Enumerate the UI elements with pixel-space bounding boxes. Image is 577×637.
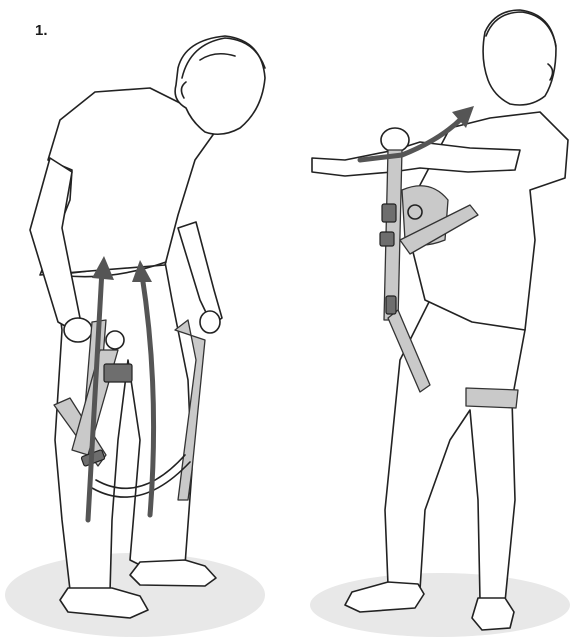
right-figure xyxy=(312,10,568,630)
right-harness-buckle-upper xyxy=(382,204,396,222)
right-harness-thigh-strap xyxy=(466,388,518,408)
left-figure-hand-left xyxy=(64,318,92,342)
left-harness-buckle-center xyxy=(104,364,132,382)
left-figure xyxy=(30,36,265,618)
left-figure-hand-right xyxy=(200,311,220,333)
right-harness-buckle-lower xyxy=(386,296,396,314)
right-harness-buckle-mid xyxy=(380,232,394,246)
right-figure-hand xyxy=(381,128,409,152)
right-figure-shoe-right xyxy=(472,598,514,630)
left-figure-arm-right xyxy=(178,222,222,325)
